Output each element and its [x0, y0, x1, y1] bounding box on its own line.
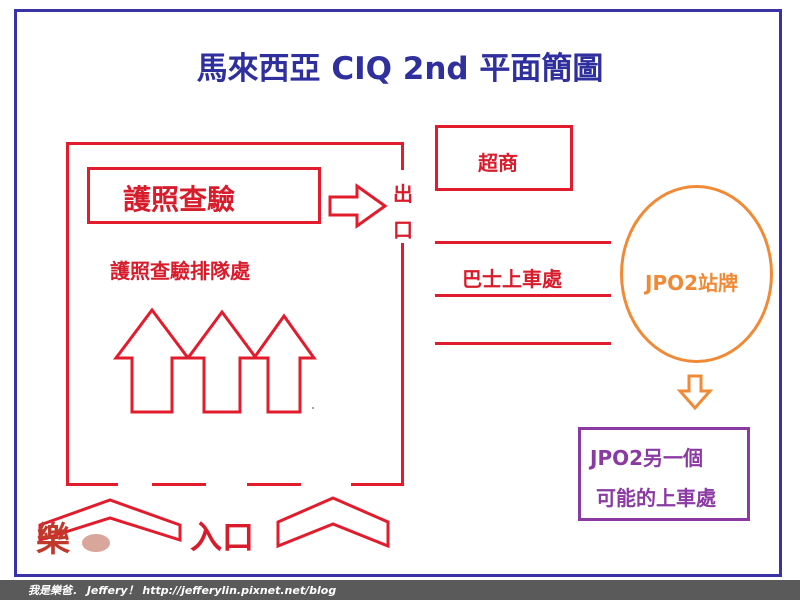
- queue-up-arrow-icon: [185, 309, 259, 414]
- passport-check-label: 護照查驗: [123, 183, 236, 216]
- entrance-arrow-left-icon: [38, 498, 182, 543]
- hall-right-wall-upper: [401, 142, 404, 170]
- exit-label-top: 出: [393, 182, 413, 206]
- footer-bar: 我是樂爸． Jeffery！ http://jefferylin.pixnet.…: [0, 580, 800, 600]
- alt-pickup-line2: 可能的上車處: [596, 486, 716, 510]
- queue-up-arrow-icon: [251, 313, 317, 414]
- hall-bottom-dash: [351, 483, 404, 486]
- footer-credit: 我是樂爸． Jeffery！ http://jefferylin.pixnet.…: [28, 584, 337, 597]
- entrance-arrow-right-icon: [276, 496, 390, 549]
- alt-pickup-box: [578, 427, 750, 521]
- logo-watermark: 樂: [30, 512, 120, 562]
- bus-boarding-label: 巴士上車處: [462, 267, 562, 291]
- stray-dot: [312, 407, 314, 409]
- alt-pickup-line1: JPO2另一個: [590, 446, 704, 470]
- stop-down-arrow-icon: [676, 374, 714, 411]
- logo-mark-icon: [82, 534, 110, 552]
- convenience-store-box: [435, 125, 573, 191]
- exit-label-bottom: 口: [393, 218, 413, 242]
- hall-left-wall: [66, 142, 69, 485]
- bus-stop-sign-label: JPO2站牌: [645, 271, 739, 295]
- hall-bottom-dash: [152, 483, 206, 486]
- exit-right-arrow-icon: [328, 183, 388, 229]
- hall-top-wall: [66, 142, 404, 145]
- hall-right-wall-lower: [401, 243, 404, 485]
- entrance-label: 入口: [190, 518, 255, 556]
- queue-up-arrow-icon: [113, 307, 191, 414]
- passport-check-box: [87, 167, 321, 224]
- passport-queue-label: 護照查驗排隊處: [110, 259, 250, 283]
- bus-lane-line: [435, 294, 611, 297]
- bus-lane-line: [435, 241, 611, 244]
- diagram-title: 馬來西亞 CIQ 2nd 平面簡圖: [196, 51, 604, 87]
- convenience-store-label: 超商: [478, 151, 518, 175]
- bus-lane-line: [435, 342, 611, 345]
- bus-stop-sign-circle: [620, 185, 773, 363]
- hall-bottom-dash: [66, 483, 118, 486]
- hall-bottom-dash: [247, 483, 301, 486]
- logo-glyph: 樂: [36, 520, 70, 560]
